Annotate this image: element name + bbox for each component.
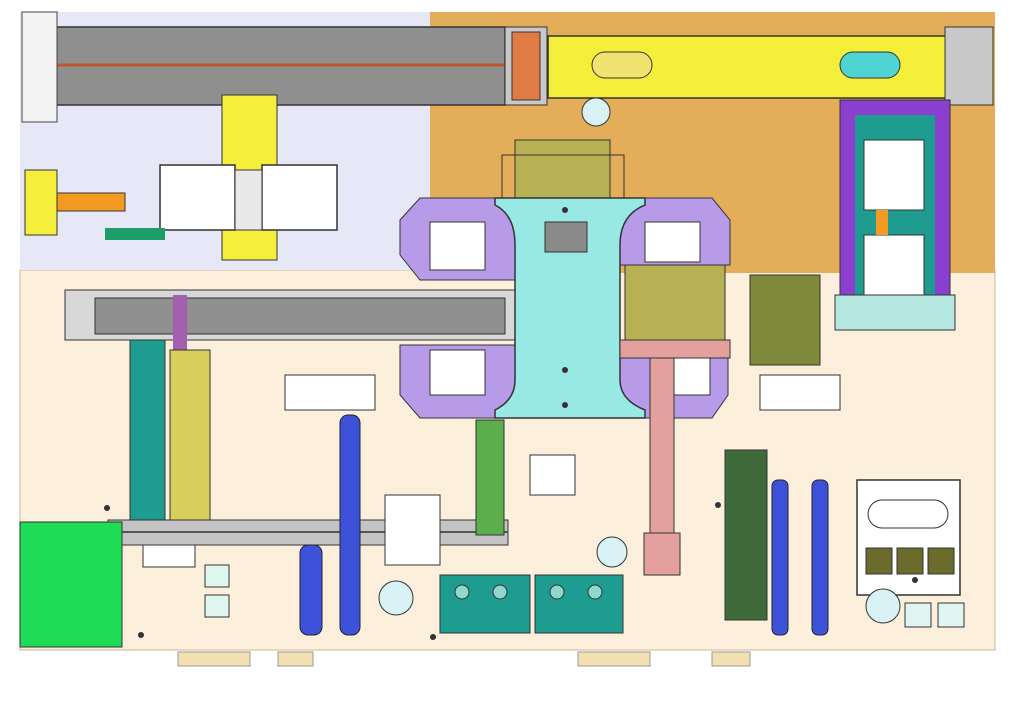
left-gripper-module [24, 164, 338, 240]
fixture-hole-3 [549, 584, 565, 600]
blue-roller-1 [299, 544, 323, 636]
fixture-hole-1 [454, 584, 470, 600]
middle-conveyor-belt [94, 297, 506, 335]
fastener-hole-2 [138, 632, 144, 638]
vision-module-frame [856, 479, 961, 596]
yellow-slide-assembly [547, 26, 994, 106]
right-purple-guide [834, 99, 956, 331]
vision-pocket-3 [927, 547, 955, 575]
slot-cutout-left [591, 51, 653, 79]
fastener-hole-4 [715, 502, 721, 508]
left-yellow-chain [169, 349, 211, 531]
pink-transfer-arm [649, 357, 675, 534]
guide-orange-tab [876, 210, 888, 235]
guide-block-lower [863, 234, 925, 306]
blue-roller-3 [771, 479, 789, 636]
fixture-hole-2 [492, 584, 508, 600]
fastener-hole-3 [430, 634, 436, 640]
green-chain-center [475, 419, 505, 536]
small-fixture-3 [904, 602, 932, 628]
olive-right-box [624, 264, 726, 341]
blue-roller-group-left [299, 414, 361, 636]
right-olive-column [749, 274, 821, 366]
clamp-window-tl [429, 221, 486, 271]
circle-window-3 [865, 588, 901, 624]
right-vision-module [856, 479, 961, 596]
gripper-block-right [261, 164, 338, 231]
small-fixture-2 [204, 594, 230, 618]
white-part-center [529, 454, 576, 496]
dark-green-frame [724, 449, 768, 621]
clamp-window-bl [429, 349, 486, 396]
vision-pocket-2 [896, 547, 924, 575]
blue-roller-4 [811, 479, 829, 636]
gripper-center-plate [234, 169, 263, 231]
vision-slot-top [867, 499, 949, 529]
fastener-hole-6 [562, 207, 568, 213]
top-conveyor-assembly [21, 11, 548, 123]
gripper-green-base [105, 228, 165, 240]
slot-cutout-right [839, 51, 901, 79]
fixture-hole-4 [587, 584, 603, 600]
left-teal-column [129, 339, 166, 546]
olive-top-box [514, 139, 611, 201]
green-base-block [19, 521, 123, 648]
circle-window-4 [581, 97, 611, 127]
bottom-tab-2 [277, 651, 314, 667]
guide-base-plate [834, 294, 956, 331]
small-fixture-4 [937, 602, 965, 628]
bottom-tab-4 [711, 651, 751, 667]
rotary-center-block [544, 221, 588, 253]
fastener-hole-5 [912, 577, 918, 583]
bottom-tab-1 [177, 651, 251, 667]
white-part-mid-left [284, 374, 376, 411]
left-edge-strip [21, 11, 58, 123]
rotary-index-plate [494, 197, 646, 419]
gripper-left-bracket [24, 169, 58, 236]
bottom-tab-3 [577, 651, 651, 667]
yellow-slide-end-block [944, 26, 994, 106]
gripper-orange-arm [54, 192, 126, 212]
fastener-hole-1 [104, 505, 110, 511]
white-plate-left [142, 544, 196, 568]
small-fixture-1 [204, 564, 230, 588]
clamp-window-tr [644, 221, 701, 263]
olive-right-box-rail [619, 339, 731, 359]
teal-fixture-right [534, 574, 624, 634]
fastener-hole-7 [562, 402, 568, 408]
fastener-hole-8 [562, 367, 568, 373]
white-plate-bottom [384, 494, 441, 566]
blue-roller-2 [339, 414, 361, 636]
middle-conveyor-purple-post [173, 295, 187, 355]
bottom-teal-fixtures [439, 574, 624, 634]
teal-fixture-left [439, 574, 531, 634]
blue-roller-group-right [771, 479, 829, 636]
pink-transfer-foot [643, 532, 681, 576]
middle-conveyor-assembly [64, 289, 571, 355]
top-conveyor-end-cap [511, 31, 541, 101]
gripper-block-left [159, 164, 236, 231]
vision-pocket-1 [865, 547, 893, 575]
circle-window-1 [378, 580, 414, 616]
guide-block-upper [863, 139, 925, 211]
circle-window-2 [596, 536, 628, 568]
white-part-mid-right [759, 374, 841, 411]
